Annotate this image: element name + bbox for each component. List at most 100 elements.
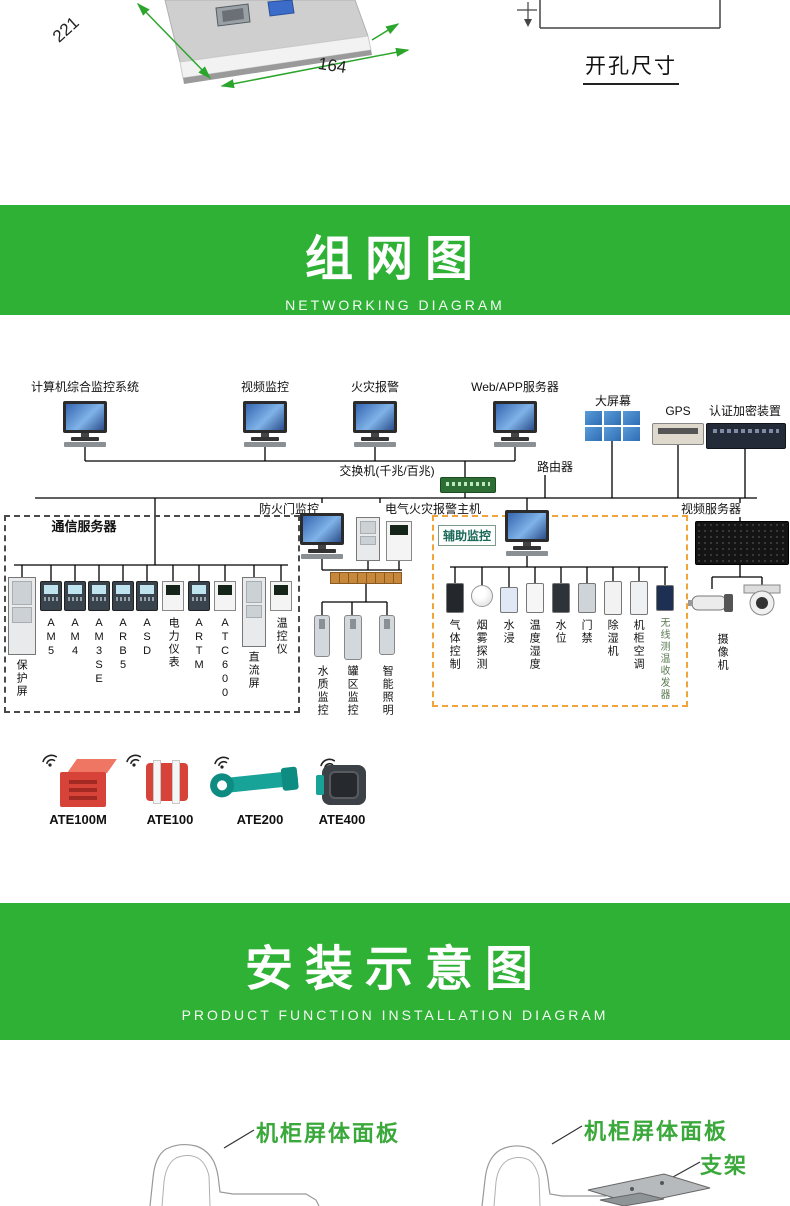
device-label: 机柜空调	[632, 619, 645, 671]
bracket-label: 支架	[700, 1153, 749, 1178]
device-label: AM5	[45, 617, 58, 659]
device-label: AM4	[69, 617, 82, 659]
product-photo	[136, 0, 410, 89]
access-control-icon	[578, 583, 596, 613]
installation-drawings	[149, 1125, 711, 1206]
wifi-icon	[126, 754, 142, 767]
device-label: 烟雾探测	[475, 619, 488, 671]
device-label: ASD	[141, 617, 154, 659]
device-label: 电力仪表	[167, 617, 180, 669]
relay-device-icon	[188, 581, 210, 611]
bullet-camera-icon	[688, 594, 733, 612]
device-label: 门禁	[580, 619, 593, 645]
device-label: 直流屏	[247, 651, 260, 690]
comm-server-label: 通信服务器	[44, 519, 124, 535]
panel-label-left: 机柜屏体面板	[256, 1121, 401, 1146]
network-banner: 组网图 NETWORKING DIAGRAM	[0, 205, 790, 315]
device-label: 罐区监控	[346, 665, 359, 717]
panel-label-right: 机柜屏体面板	[584, 1119, 729, 1144]
device-label: 无线测温收发器	[658, 617, 669, 701]
install-banner-title: 安装示意图	[244, 943, 545, 996]
product-label: ATE100M	[49, 812, 107, 827]
diagram-connector-lines	[14, 441, 763, 615]
relay-device-icon	[136, 581, 158, 611]
electric-fire-label: 电气火灾报警主机	[378, 502, 488, 517]
device-label: 水位	[554, 619, 567, 645]
water-quality-sensor-icon	[314, 615, 330, 657]
lighting-module-icon	[379, 615, 395, 655]
node-label-gps: GPS	[660, 404, 696, 419]
tank-sensor-icon	[344, 615, 362, 660]
video-server-icon	[695, 521, 789, 565]
cabinet-ac-icon	[630, 581, 648, 615]
relay-device-icon	[40, 581, 62, 611]
install-banner: 安装示意图 PRODUCT FUNCTION INSTALLATION DIAG…	[0, 903, 790, 1040]
ptz-camera-icon	[743, 584, 781, 616]
install-banner-subtitle: PRODUCT FUNCTION INSTALLATION DIAGRAM	[181, 1007, 609, 1023]
wifi-icon	[42, 754, 58, 767]
installation-section: 机柜屏体面板 机柜屏体面板 支架	[0, 1040, 790, 1206]
device-label: ARB5	[117, 617, 130, 673]
product-label: ATE400	[318, 812, 366, 827]
device-label: 温控仪	[275, 617, 288, 656]
network-banner-subtitle: NETWORKING DIAGRAM	[285, 297, 505, 313]
relay-device-icon	[88, 581, 110, 611]
device-label: 保护屏	[15, 659, 28, 698]
camera-label: 摄像机	[716, 633, 729, 672]
controller-device-icon	[214, 581, 236, 611]
product-label: ATE100	[146, 812, 194, 827]
cutout-label: 开孔尺寸	[583, 50, 679, 85]
big-screen-icon	[585, 411, 640, 441]
device-label: 除湿机	[606, 619, 619, 658]
encryption-device-icon	[706, 423, 786, 449]
cutout-diagram	[517, 0, 721, 29]
device-label: 温度湿度	[528, 619, 541, 671]
fire-alarm-host-icon	[356, 517, 380, 561]
water-level-icon	[552, 583, 570, 613]
relay-device-icon	[64, 581, 86, 611]
workstation-icon	[353, 401, 397, 447]
dehumidifier-icon	[604, 581, 622, 615]
fire-alarm-panel-icon	[386, 521, 412, 561]
aux-monitoring-box	[432, 515, 688, 707]
router-label: 路由器	[532, 460, 578, 475]
ate200-device-icon	[210, 766, 299, 798]
network-banner-title: 组网图	[304, 233, 485, 286]
device-label: ATC600	[219, 617, 232, 701]
video-server-label: 视频服务器	[676, 502, 746, 517]
protection-cabinet-icon	[8, 577, 36, 655]
water-leak-icon	[500, 587, 518, 613]
aux-workstation-icon	[505, 510, 549, 556]
dimension-depth: 221	[48, 13, 83, 47]
node-label-web-app-server: Web/APP服务器	[460, 380, 570, 395]
workstation-icon	[493, 401, 537, 447]
network-diagram: 计算机综合监控系统 视频监控 火灾报警 Web/APP服务器 大屏幕 GPS 认…	[0, 315, 790, 903]
product-label: ATE200	[236, 812, 284, 827]
temp-humidity-icon	[526, 583, 544, 613]
device-label: ARTM	[193, 617, 206, 673]
node-label-big-screen: 大屏幕	[585, 394, 641, 409]
device-label: 水浸	[502, 619, 515, 645]
comm-server-box	[4, 515, 300, 713]
dimension-width: 164	[316, 53, 348, 78]
switch-icon	[440, 477, 496, 493]
power-meter-icon	[162, 581, 184, 611]
wireless-temp-icon	[656, 585, 674, 611]
wifi-icon	[214, 756, 230, 769]
ate400-device-icon	[316, 765, 366, 805]
ate100m-device-icon	[60, 759, 117, 809]
node-label-video-monitoring: 视频监控	[225, 380, 305, 395]
din-rail-module-icon	[330, 572, 402, 584]
device-label: 水质监控	[316, 665, 329, 717]
node-label-encryption: 认证加密装置	[700, 404, 790, 419]
device-label: AM3SE	[93, 617, 106, 687]
relay-device-icon	[112, 581, 134, 611]
aux-monitoring-label: 辅助监控	[438, 525, 497, 546]
temp-controller-icon	[270, 581, 292, 611]
workstation-icon	[243, 401, 287, 447]
workstation-icon	[63, 401, 107, 447]
smoke-detector-icon	[471, 585, 493, 607]
dc-cabinet-icon	[242, 577, 266, 647]
gps-device-icon	[652, 423, 704, 445]
